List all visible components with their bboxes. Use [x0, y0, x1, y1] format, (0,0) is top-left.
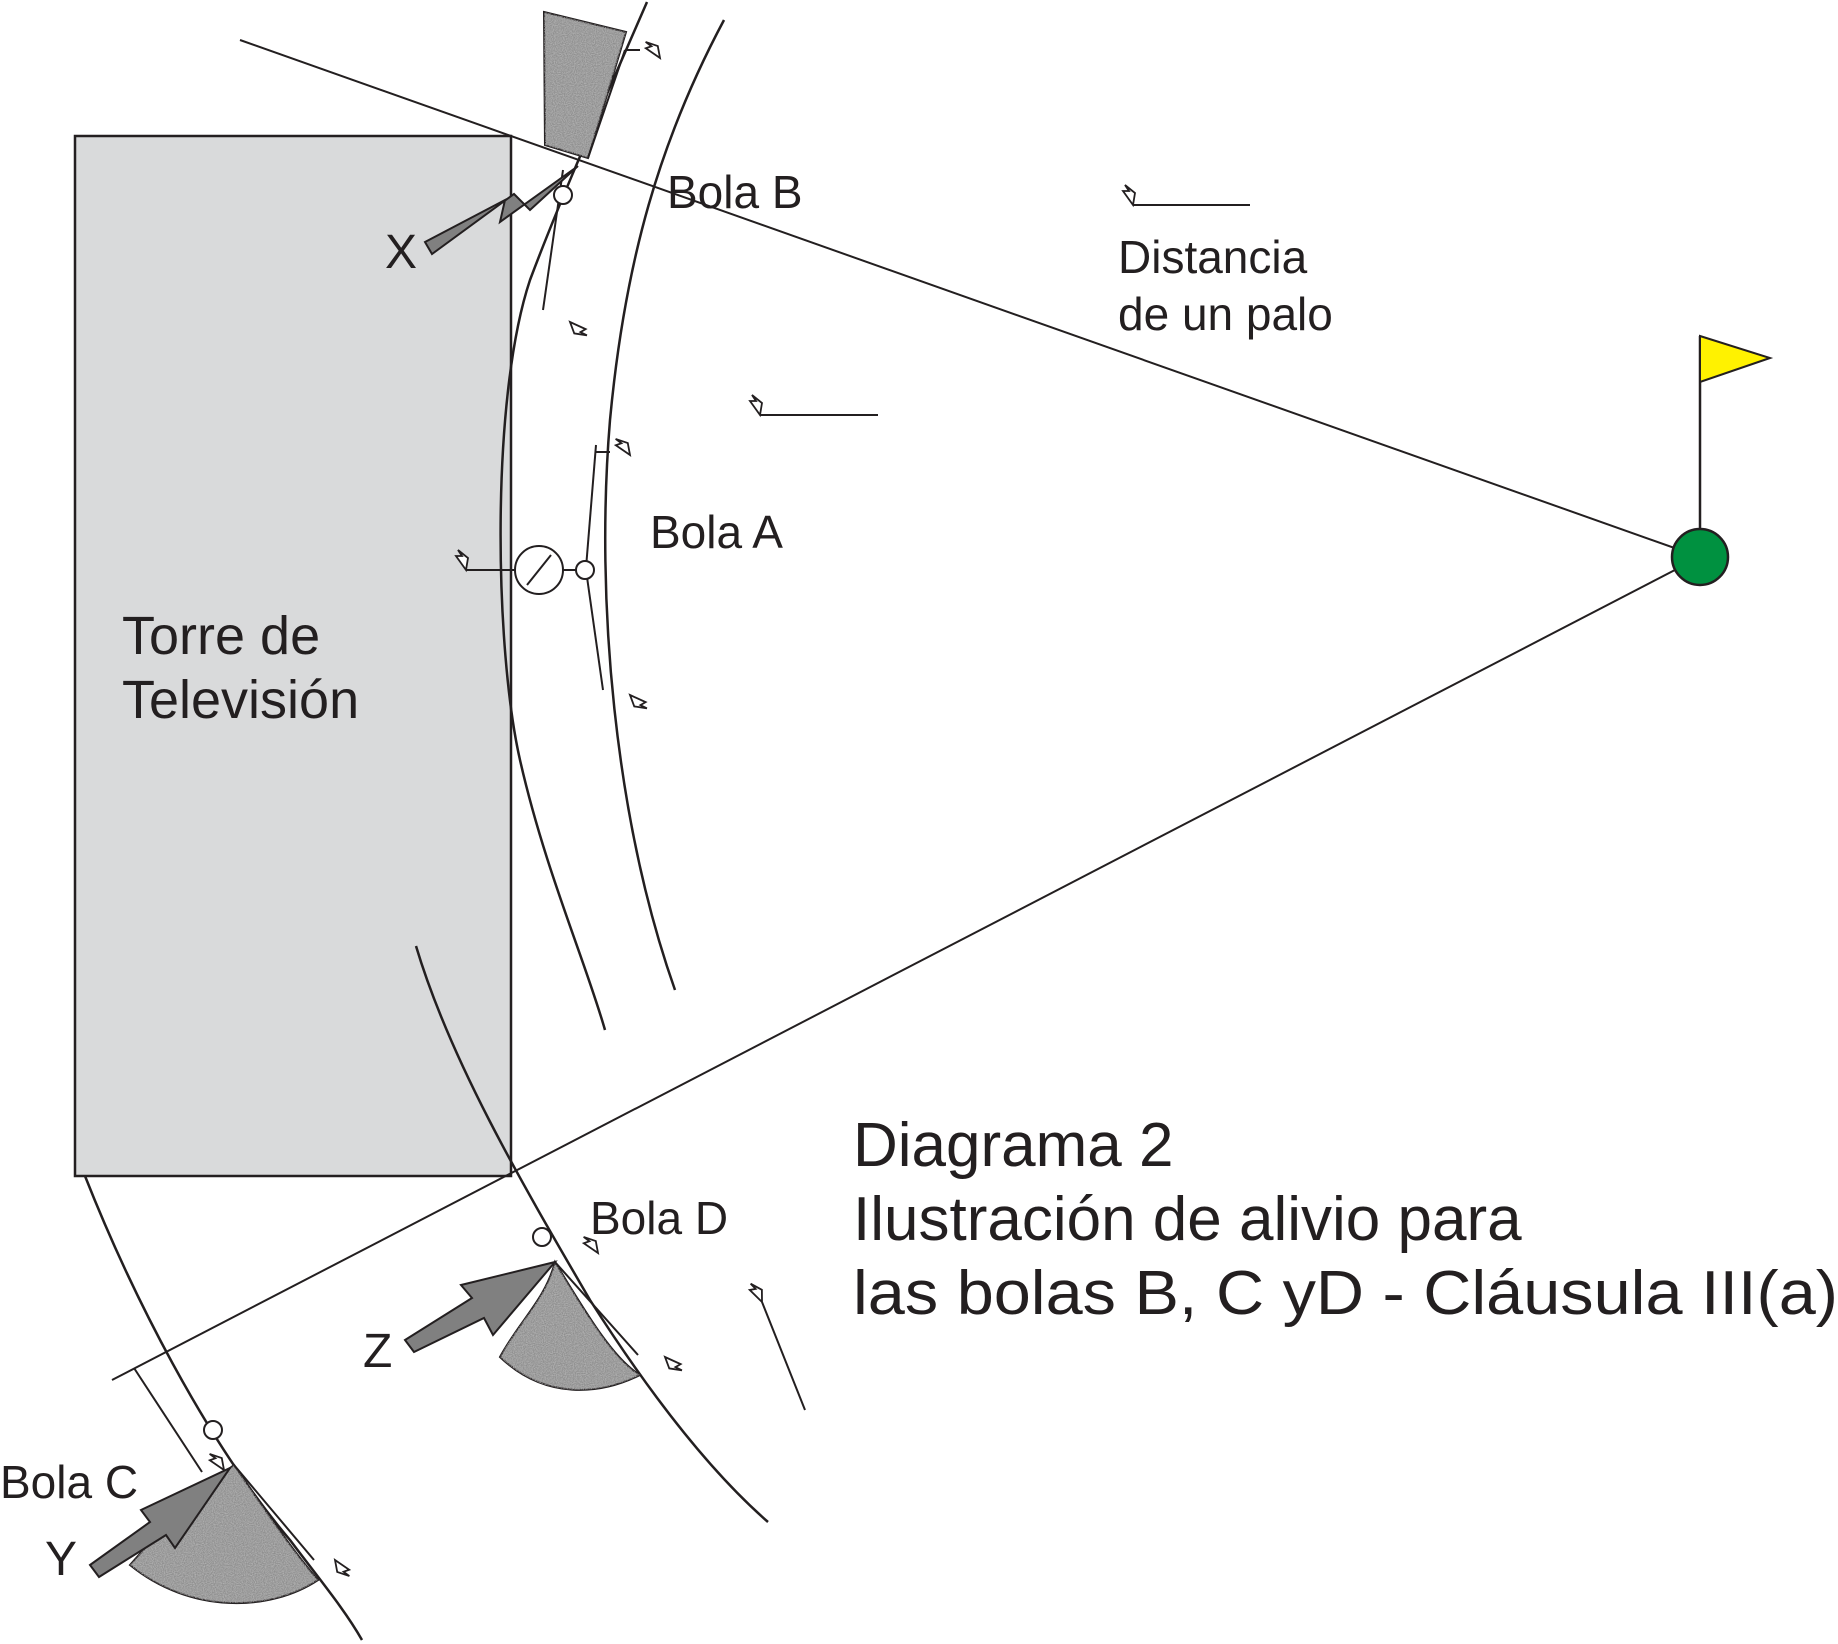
tower-label-line2: Televisión	[122, 670, 359, 730]
marker-distance-top	[1122, 184, 1250, 206]
marker-distance-mid	[749, 394, 878, 416]
marker-top-b	[625, 37, 663, 63]
arrow-x	[423, 165, 579, 256]
ball-a	[575, 560, 595, 580]
arc-outer-upper	[603, 19, 726, 991]
marker-a-left	[455, 549, 520, 571]
boundary-a-upper	[585, 444, 597, 569]
ball-b	[553, 185, 573, 205]
flag-icon	[1699, 334, 1774, 384]
boundary-b-edge	[587, 49, 626, 159]
diagram-title-line1: Diagrama 2	[853, 1111, 1173, 1180]
boundary-d-right	[554, 1261, 639, 1356]
ball-b-label: Bola B	[667, 166, 803, 218]
marker-c-right	[332, 1555, 353, 1581]
marker-a-up	[596, 434, 633, 460]
flagstick	[1698, 334, 1774, 557]
boundary-c-left	[133, 1367, 203, 1473]
hole-icon	[1670, 527, 1730, 587]
point-z-label: Z	[363, 1325, 392, 1378]
ball-c	[203, 1420, 223, 1440]
diagram-title-line3: las bolas B, C yD - Cláusula III(a)	[853, 1259, 1838, 1328]
ball-d	[532, 1227, 552, 1247]
distance-label-line2: de un palo	[1118, 288, 1333, 340]
boundary-a-lower	[585, 569, 604, 691]
tower-label-line1: Torre de	[122, 606, 320, 666]
distance-label-line1: Distancia	[1118, 231, 1308, 283]
ball-a-original	[514, 545, 576, 595]
ball-c-label: Bola C	[0, 1456, 138, 1508]
point-x-label: X	[385, 226, 417, 279]
point-y-label: Y	[45, 1533, 77, 1586]
ball-d-label: Bola D	[590, 1192, 728, 1244]
arrow-z	[403, 1260, 558, 1354]
marker-a-low	[627, 689, 650, 715]
marker-b-low	[567, 316, 590, 342]
arrow-y	[88, 1465, 233, 1579]
line-to-hole-lower	[111, 556, 1701, 1381]
hazard-area-d	[498, 1259, 643, 1391]
marker-hint	[747, 1281, 765, 1305]
arc-inner-upper	[499, 1, 649, 1031]
boundary-c-right	[233, 1464, 315, 1561]
television-tower	[73, 134, 513, 1178]
marker-c-top	[206, 1449, 227, 1475]
arc-lower-middle	[414, 945, 769, 1523]
ball-a-label: Bola A	[650, 506, 783, 558]
hint-line-right	[761, 1301, 806, 1411]
diagram-title-line2: Ilustración de alivio para	[853, 1185, 1522, 1254]
line-to-hole-upper	[239, 39, 1701, 558]
marker-d-right	[662, 1351, 685, 1377]
